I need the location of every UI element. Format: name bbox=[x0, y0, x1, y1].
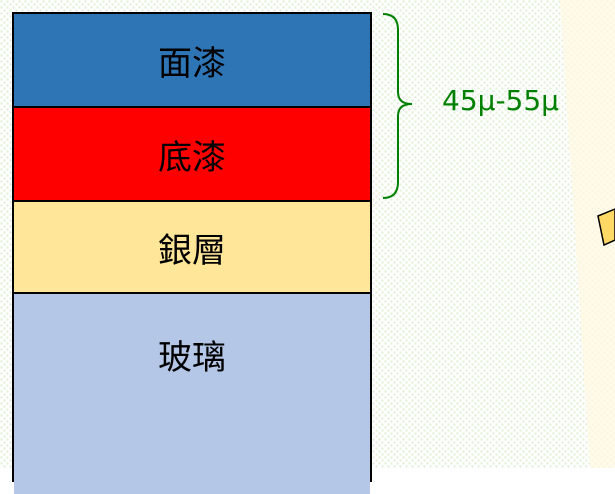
layer-stack: 面漆 底漆 銀層 玻璃 bbox=[12, 12, 372, 494]
layer-topcoat: 面漆 bbox=[14, 14, 370, 108]
layer-glass: 玻璃 bbox=[14, 294, 370, 494]
thickness-label: 45μ-55μ bbox=[442, 84, 559, 117]
layer-topcoat-label: 面漆 bbox=[158, 43, 226, 84]
layer-silver: 銀層 bbox=[14, 202, 370, 294]
light-beam-shape bbox=[560, 0, 615, 468]
layer-glass-label: 玻璃 bbox=[158, 337, 226, 378]
layer-basecoat: 底漆 bbox=[14, 108, 370, 202]
layer-silver-label: 銀層 bbox=[158, 230, 226, 271]
layer-basecoat-label: 底漆 bbox=[158, 137, 226, 178]
